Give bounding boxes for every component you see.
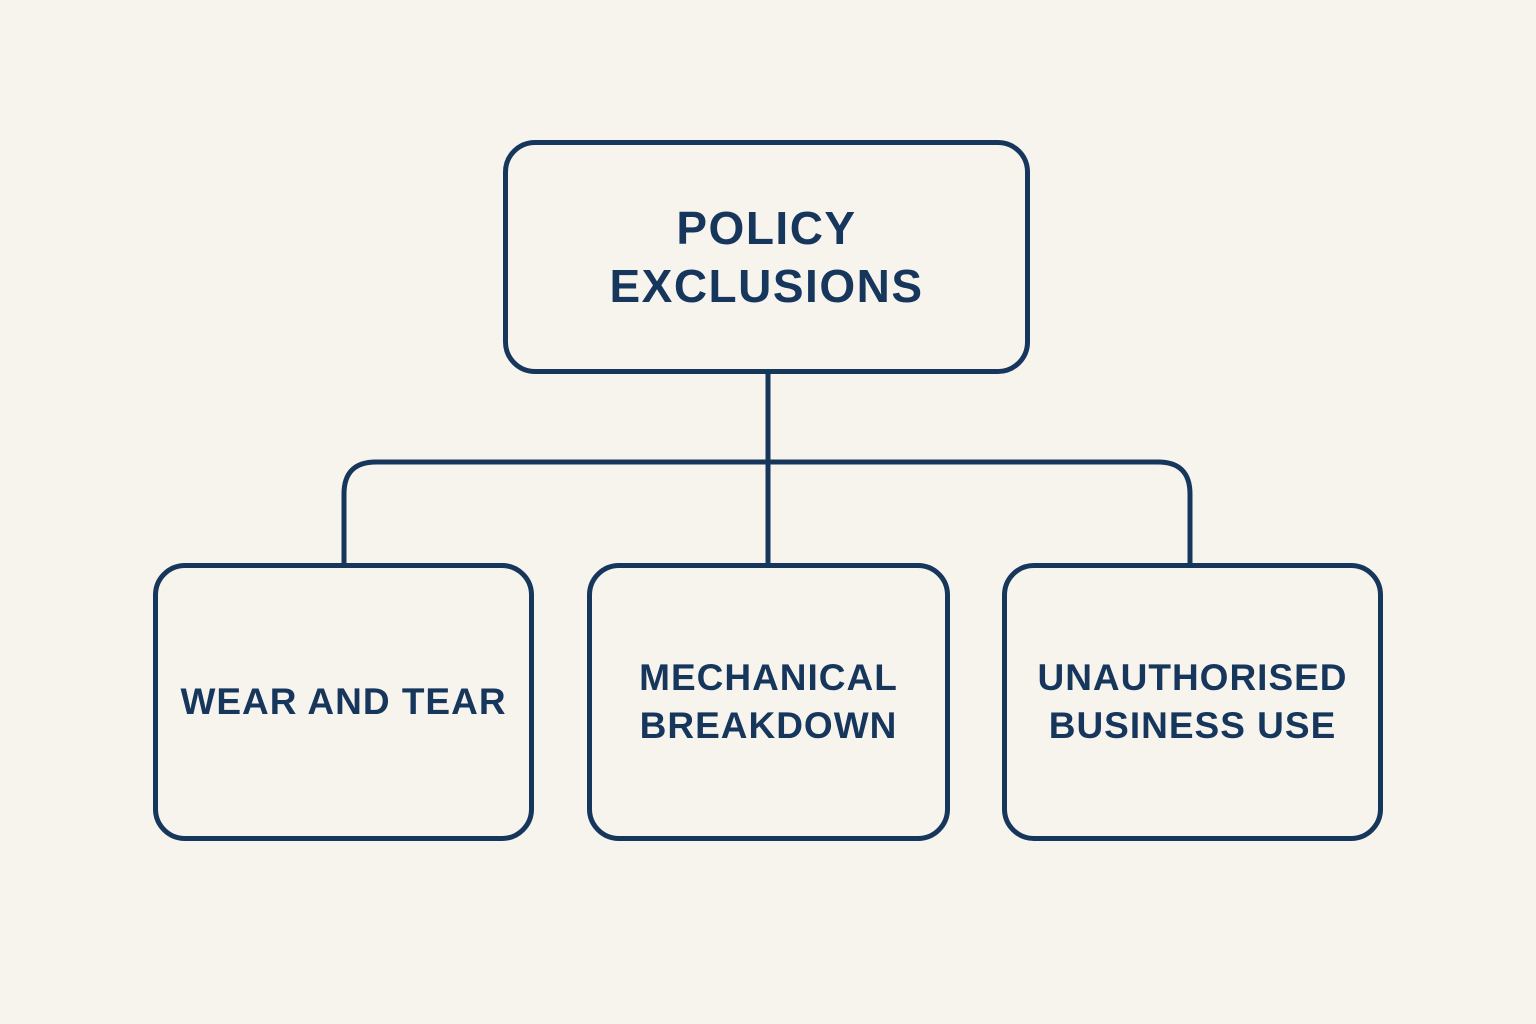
node-wear-and-tear-label: WEAR AND TEAR [180,680,507,722]
node-wear-and-tear: WEAR AND TEAR [153,563,534,841]
connector-branch-rail [341,459,1193,565]
node-policy-exclusions-label: POLICY EXCLUSIONS [609,201,924,312]
node-unauthorised-business-use-label: UNAUTHORISED BUSINESS USE [1037,656,1348,746]
node-mechanical-breakdown-label: MECHANICAL BREAKDOWN [639,656,898,746]
node-mechanical-breakdown: MECHANICAL BREAKDOWN [587,563,950,841]
node-unauthorised-business-use: UNAUTHORISED BUSINESS USE [1002,563,1383,841]
node-policy-exclusions: POLICY EXCLUSIONS [503,140,1030,374]
